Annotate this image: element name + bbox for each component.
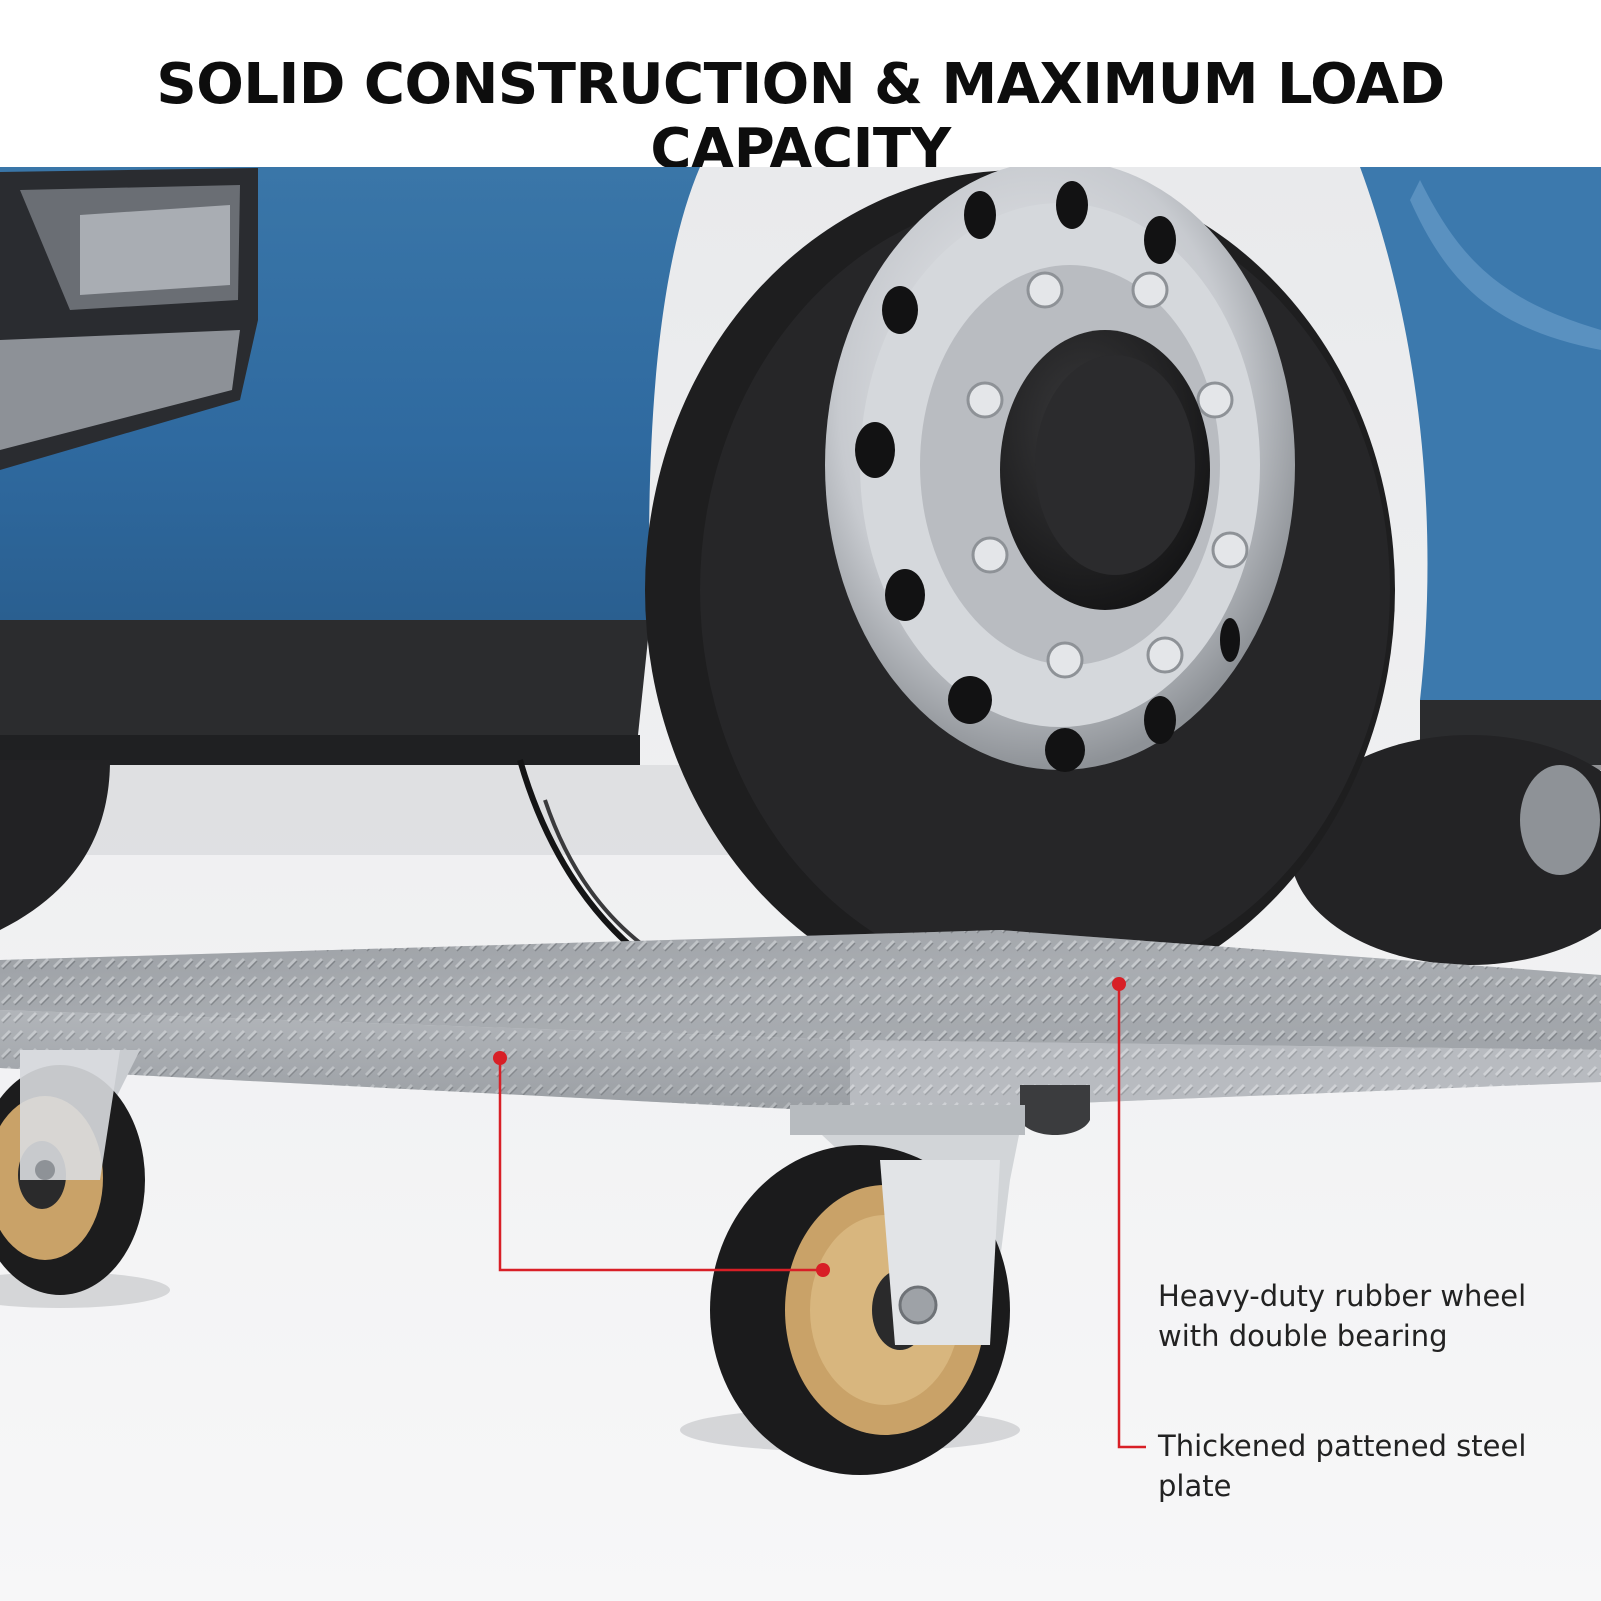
steel-plate [0,930,1601,1112]
rear-tire [1290,735,1601,965]
callout-line-wheel [498,1058,823,1272]
callout-dot [1112,977,1126,991]
callout-dot [493,1051,507,1065]
product-illustration [0,167,1601,1601]
callout-line-plate [1117,984,1146,1449]
caster-front [710,1105,1025,1475]
callout-dot [816,1263,830,1277]
caster-left [0,1050,145,1295]
callout-lines [498,984,1146,1449]
truck-tire [517,167,1395,1013]
truck-body [0,167,1601,770]
page-title: SOLID CONSTRUCTION & MAXIMUM LOAD CAPACI… [156,52,1445,182]
callout-plate: Thickened pattened steel plate [1158,1429,1527,1503]
bumper [0,620,650,735]
callout-wheel: Heavy-duty rubber wheel with double bear… [1158,1279,1527,1353]
